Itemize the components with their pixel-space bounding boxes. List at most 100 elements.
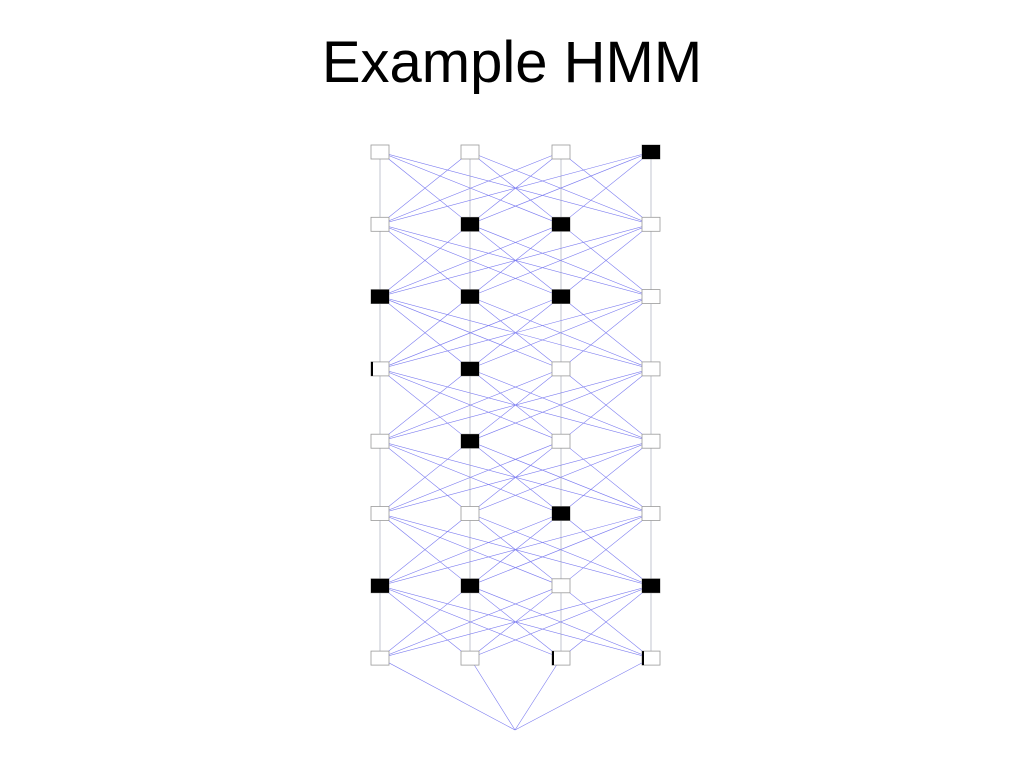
state-node (641, 216, 661, 232)
transition-edge (469, 368, 652, 442)
transition-edge (469, 585, 652, 659)
state-node (641, 650, 661, 666)
state-node (641, 578, 661, 594)
transition-edge (379, 513, 562, 587)
transition-edge (560, 585, 652, 659)
state-node (551, 289, 571, 305)
transition-edges (379, 151, 652, 731)
state-node-box (551, 578, 571, 594)
state-node (551, 506, 571, 521)
transition-edge (379, 368, 652, 442)
end-edge (379, 657, 516, 731)
state-node-box (641, 506, 661, 521)
state-node-fill (552, 651, 554, 666)
state-node-fill (461, 361, 479, 376)
end-edge (469, 657, 516, 731)
transition-edge (560, 296, 652, 370)
transition-edge (379, 224, 562, 297)
state-node-box (641, 216, 661, 232)
state-node (460, 433, 480, 449)
state-node-box (551, 650, 571, 666)
state-node (370, 578, 390, 594)
state-node (460, 361, 480, 377)
state-node (460, 144, 480, 160)
state-node-fill (371, 578, 389, 593)
state-node-fill (371, 289, 389, 304)
state-node-box (370, 650, 390, 666)
state-node-box (370, 216, 390, 232)
transition-edge (379, 151, 471, 225)
transition-edge (379, 224, 652, 297)
state-node-fill (552, 506, 570, 521)
transition-edge (469, 513, 652, 587)
state-node-fill (461, 578, 479, 593)
state-node-fill (552, 289, 570, 304)
state-node (370, 144, 390, 160)
transition-edge (560, 440, 652, 514)
transition-edge (560, 513, 652, 587)
transition-edge (379, 440, 652, 514)
state-node (460, 289, 480, 305)
state-node (641, 361, 661, 377)
state-node (551, 144, 571, 160)
transition-edge (379, 513, 471, 587)
transition-edge (379, 296, 652, 370)
transition-edge (379, 368, 471, 442)
end-edge (514, 657, 652, 731)
transition-edge (469, 151, 652, 225)
state-node-box (551, 144, 571, 160)
state-node-box (370, 144, 390, 160)
transition-edge (379, 368, 562, 442)
slide-title: Example HMM (321, 30, 703, 95)
state-node (551, 361, 571, 377)
state-node (641, 506, 661, 521)
transition-edge (560, 151, 652, 225)
state-node-fill (461, 289, 479, 304)
state-node-box (370, 506, 390, 521)
state-node-box (460, 650, 480, 666)
state-node (370, 650, 390, 666)
transition-edge (379, 513, 652, 587)
state-node-box (551, 433, 571, 449)
transition-edge (379, 224, 471, 297)
state-node-box (460, 144, 480, 160)
transition-edge (379, 440, 562, 514)
transition-edge (379, 585, 471, 659)
state-node (641, 144, 661, 160)
state-node (370, 506, 390, 521)
state-node-box (370, 361, 390, 377)
state-node-box (641, 361, 661, 377)
state-node (551, 433, 571, 449)
state-node (370, 289, 390, 305)
transition-edge (379, 151, 652, 225)
state-node-fill (642, 578, 660, 593)
state-node-box (641, 433, 661, 449)
state-node (370, 361, 390, 377)
state-node-box (641, 650, 661, 666)
transition-edge (469, 440, 652, 514)
transition-edge (469, 224, 652, 297)
state-node-fill (461, 217, 479, 232)
state-node-fill (371, 361, 373, 376)
transition-edge (379, 585, 562, 659)
state-node-fill (552, 217, 570, 232)
state-node-fill (642, 145, 660, 159)
transition-edge (379, 296, 471, 370)
state-node (460, 506, 480, 521)
state-node (370, 216, 390, 232)
state-node (641, 289, 661, 305)
state-node-box (551, 361, 571, 377)
state-node-box (460, 506, 480, 521)
state-node (551, 216, 571, 232)
state-node-box (641, 289, 661, 305)
transition-edge (379, 151, 562, 225)
state-node (551, 650, 571, 666)
state-node (641, 433, 661, 449)
transition-edge (469, 296, 652, 370)
state-node (460, 216, 480, 232)
end-edge (514, 657, 562, 731)
transition-edge (379, 585, 652, 659)
transition-edge (560, 368, 652, 442)
state-nodes (370, 144, 661, 666)
